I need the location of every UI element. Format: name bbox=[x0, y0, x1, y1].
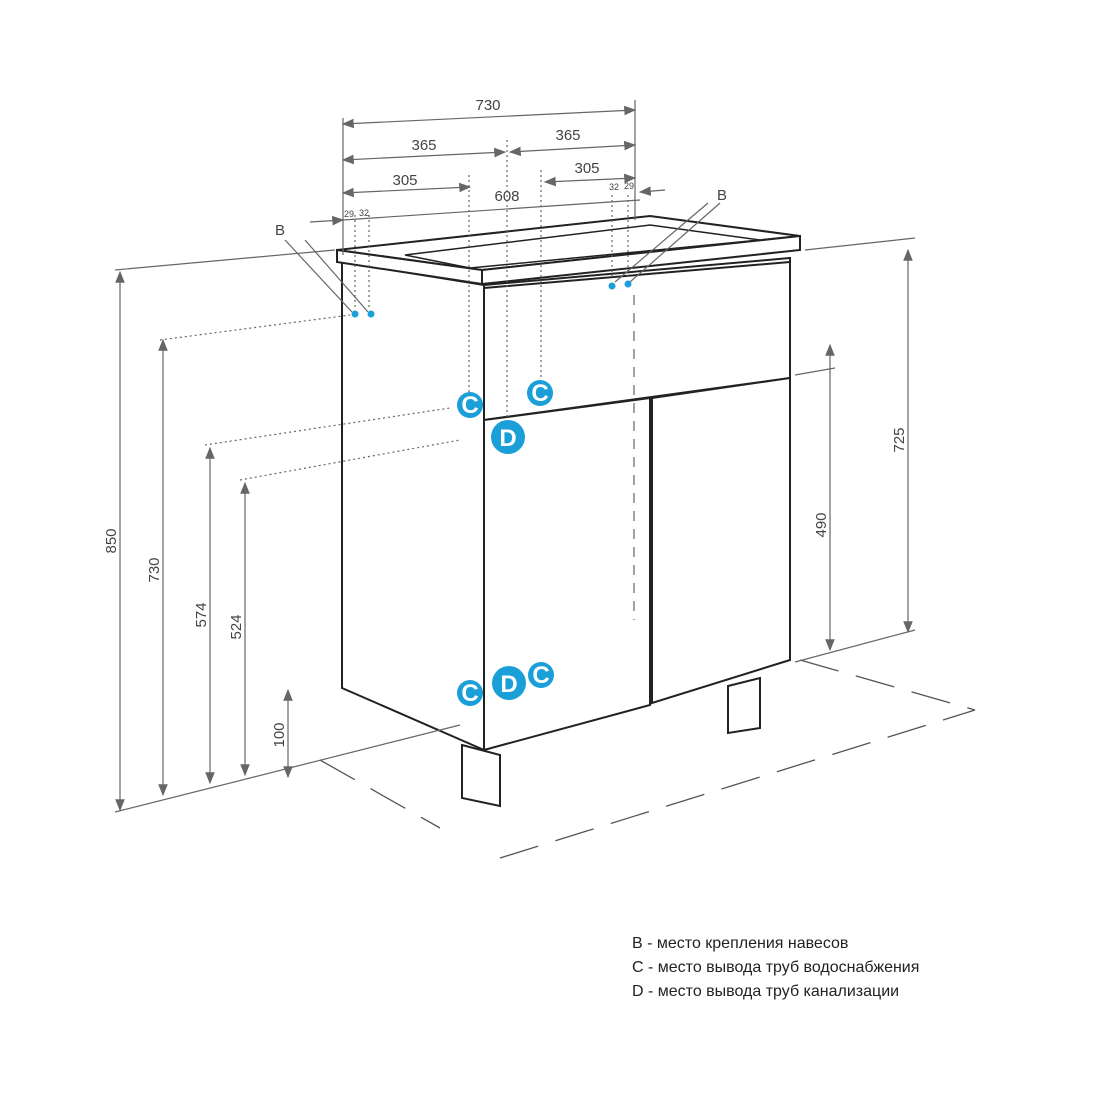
dim-365-left: 365 bbox=[411, 137, 436, 154]
dim-29-right: 29 bbox=[624, 181, 634, 191]
b-point bbox=[367, 310, 375, 318]
dim-32-right: 32 bbox=[609, 182, 619, 192]
b-point bbox=[351, 310, 359, 318]
door-right bbox=[651, 376, 791, 705]
leg-front bbox=[461, 743, 501, 808]
dimension-lines bbox=[114, 100, 916, 813]
dim-524: 524 bbox=[228, 614, 245, 639]
dim-850: 850 bbox=[103, 528, 120, 553]
legend-item-d: D - место вывода труб канализации bbox=[632, 983, 900, 1000]
d-marker-bottom bbox=[492, 666, 526, 700]
svg-text:D: D bbox=[499, 425, 516, 452]
dim-305-right: 305 bbox=[574, 160, 599, 177]
b-point bbox=[608, 282, 616, 290]
markers: C C D C D C bbox=[351, 280, 632, 707]
dim-100: 100 bbox=[271, 722, 288, 747]
legend: B - место крепления навесов C - место вы… bbox=[632, 932, 919, 1004]
c-marker-top-right bbox=[527, 380, 553, 406]
dim-365-right: 365 bbox=[555, 127, 580, 144]
c-marker-bottom-left bbox=[457, 680, 483, 706]
dim-574: 574 bbox=[193, 602, 210, 627]
dim-608: 608 bbox=[494, 188, 519, 205]
dimension-labels: 730 365 365 305 305 608 29 32 32 29 850 … bbox=[103, 97, 908, 748]
label-b-left: B bbox=[275, 222, 285, 239]
cabinet bbox=[336, 214, 801, 808]
b-point bbox=[624, 280, 632, 288]
svg-text:C: C bbox=[531, 380, 548, 407]
svg-text:C: C bbox=[461, 680, 478, 707]
label-b-right: B bbox=[717, 187, 727, 204]
svg-text:C: C bbox=[461, 392, 478, 419]
dim-29-left: 29 bbox=[344, 209, 354, 219]
svg-text:C: C bbox=[532, 662, 549, 689]
leg-right bbox=[727, 676, 761, 735]
dim-730-top: 730 bbox=[475, 97, 500, 114]
door-left bbox=[483, 396, 651, 752]
dim-730-left: 730 bbox=[146, 557, 163, 582]
side-panel bbox=[341, 260, 485, 752]
dim-305-left: 305 bbox=[392, 172, 417, 189]
d-marker-top bbox=[491, 420, 525, 454]
basin bbox=[404, 224, 761, 269]
svg-text:D: D bbox=[500, 671, 517, 698]
dim-32-left: 32 bbox=[359, 208, 369, 218]
c-marker-top-left bbox=[457, 392, 483, 418]
dim-490: 490 bbox=[813, 512, 830, 537]
c-marker-bottom-right bbox=[528, 662, 554, 688]
dim-725: 725 bbox=[891, 427, 908, 452]
legend-item-c: C - место вывода труб водоснабжения bbox=[632, 959, 920, 976]
countertop-side bbox=[336, 248, 483, 286]
legend-item-b: B - место крепления навесов bbox=[632, 935, 849, 952]
